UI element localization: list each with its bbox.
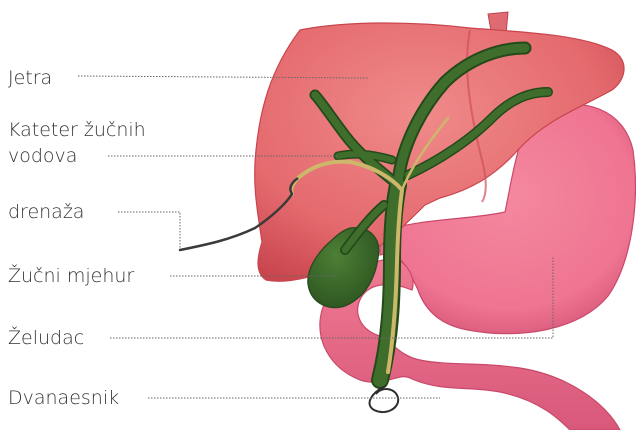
label-drainage: drenaža	[8, 200, 84, 224]
label-catheter-line1: Kateter žučnih	[8, 118, 146, 142]
leader-drainage	[118, 212, 180, 248]
label-catheter-line2: vodova	[8, 144, 77, 168]
label-gallbladder: Žučni mjehur	[8, 264, 134, 288]
label-stomach: Želudac	[8, 326, 84, 350]
pigtail-coil	[370, 386, 399, 412]
label-liver: Jetra	[8, 66, 52, 90]
label-duodenum: Dvanaesnik	[8, 386, 119, 410]
